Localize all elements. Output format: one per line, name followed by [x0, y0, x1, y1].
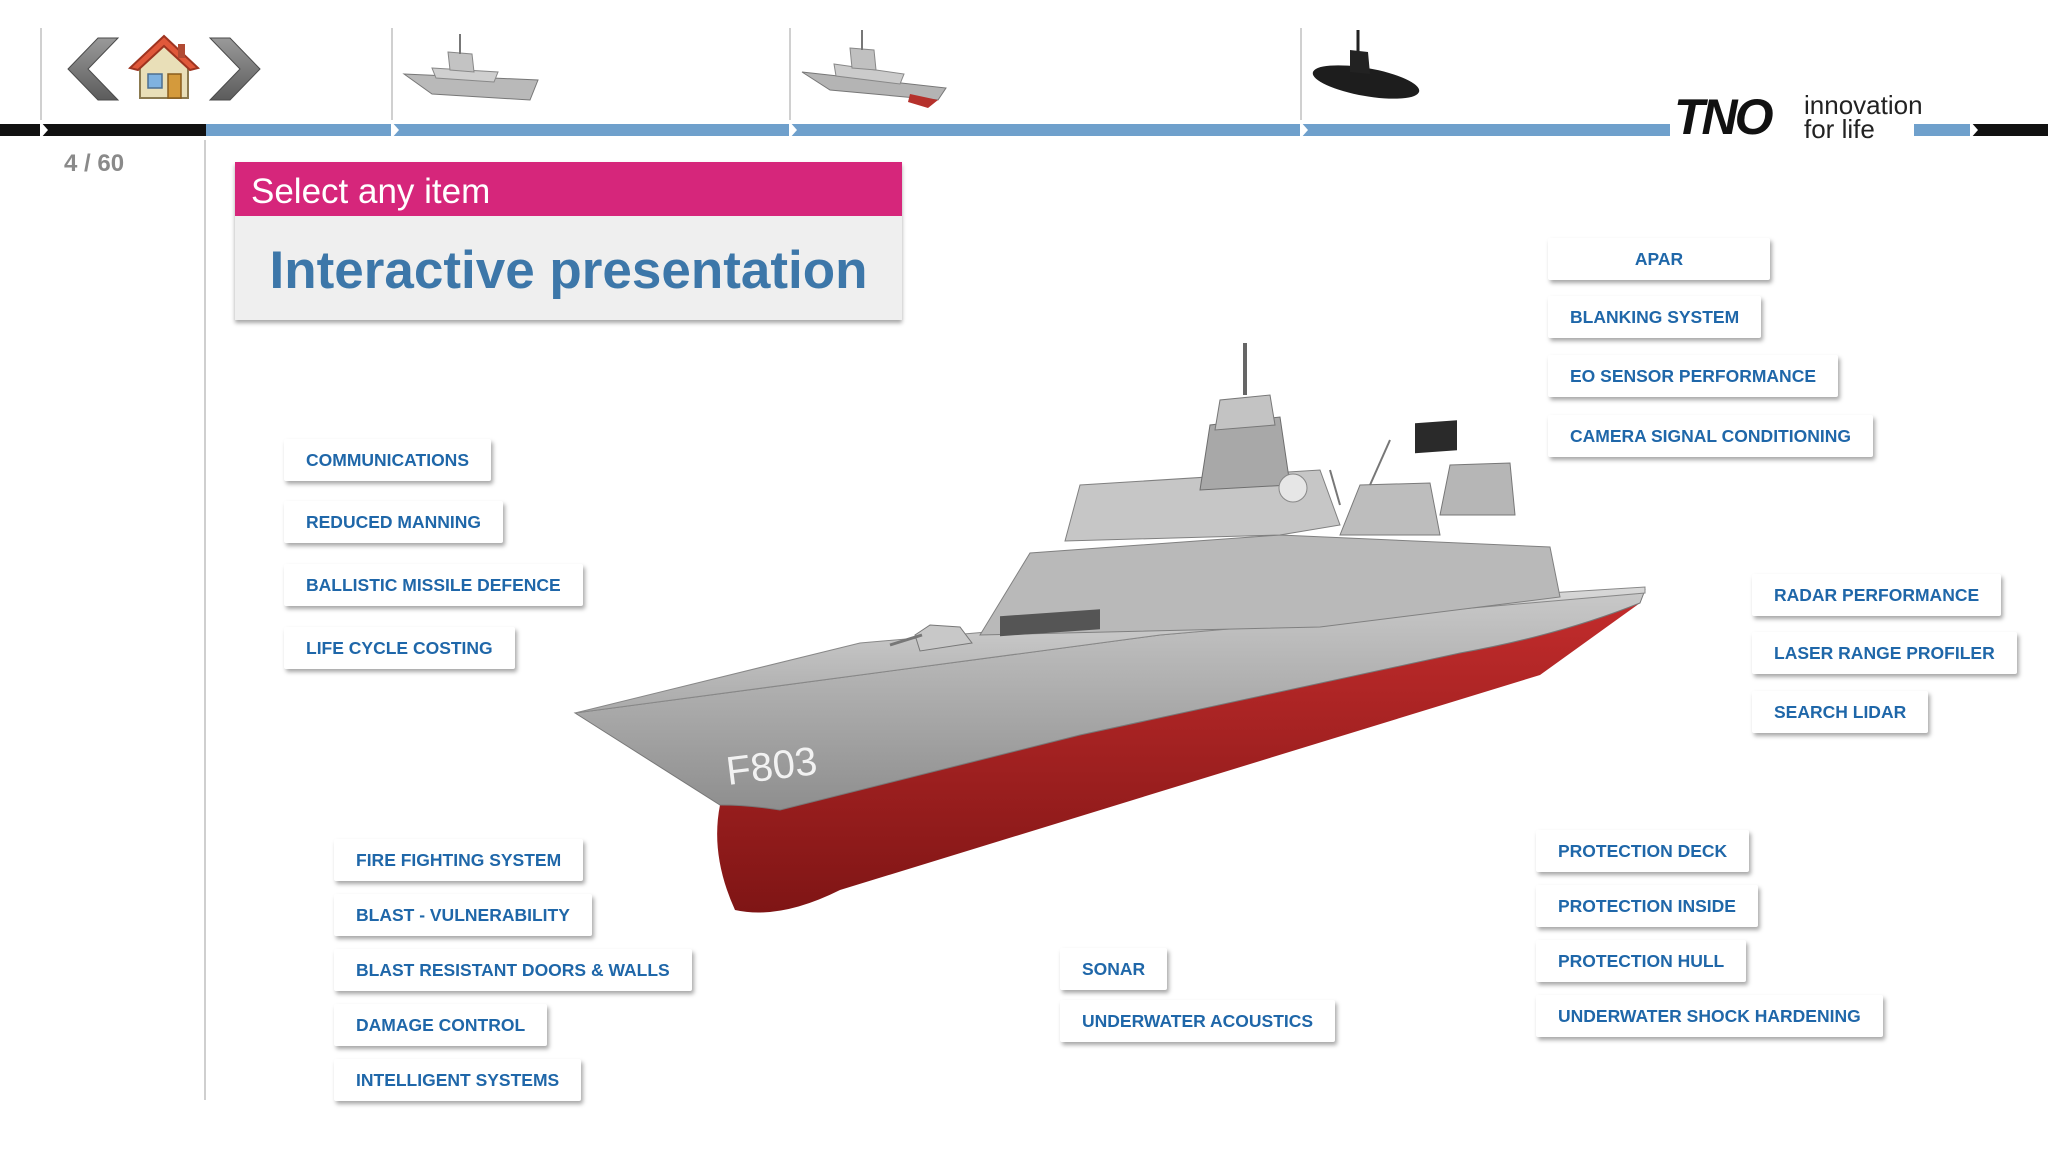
back-arrow-icon	[67, 37, 120, 101]
page-subtitle: Select any item	[251, 172, 491, 211]
damage-control-button[interactable]: DAMAGE CONTROL	[334, 1004, 548, 1046]
blast-resistant-doors-walls-button[interactable]: BLAST RESISTANT DOORS & WALLS	[334, 949, 692, 991]
reduced-manning-button[interactable]: REDUCED MANNING	[284, 501, 503, 543]
nav-divider	[789, 28, 791, 120]
progress-band	[1914, 124, 1972, 136]
intelligent-systems-button[interactable]: INTELLIGENT SYSTEMS	[334, 1059, 582, 1101]
top-navigation	[0, 0, 2048, 140]
underwater-shock-hardening-button[interactable]: UNDERWATER SHOCK HARDENING	[1536, 995, 1883, 1037]
fire-fighting-system-button[interactable]: FIRE FIGHTING SYSTEM	[334, 839, 584, 881]
laser-range-profiler-button[interactable]: LASER RANGE PROFILER	[1752, 632, 2017, 674]
protection-inside-button[interactable]: PROTECTION INSIDE	[1536, 885, 1758, 927]
frigate-illustration: F803	[560, 335, 1650, 925]
nav-divider	[40, 28, 42, 120]
submarine-thumbnail[interactable]	[1310, 26, 1420, 110]
blanking-system-button[interactable]: BLANKING SYSTEM	[1548, 296, 1762, 338]
destroyer-thumbnail[interactable]	[800, 28, 950, 110]
logo-tagline: for life	[1804, 114, 1875, 144]
ballistic-missile-defence-button[interactable]: BALLISTIC MISSILE DEFENCE	[284, 564, 583, 606]
radar-performance-button[interactable]: RADAR PERFORMANCE	[1752, 574, 2002, 616]
progress-band	[1972, 124, 2048, 136]
left-divider	[204, 140, 206, 1100]
slide-counter: 4 / 60	[64, 150, 125, 177]
page-title: Interactive presentation	[269, 241, 868, 300]
home-icon	[127, 34, 201, 99]
protection-hull-button[interactable]: PROTECTION HULL	[1536, 940, 1747, 982]
progress-band	[0, 124, 206, 136]
logo-tagline: innovation	[1804, 90, 1923, 120]
title-card-header: Select any item	[235, 162, 902, 216]
home-button[interactable]	[127, 34, 201, 104]
logo-mark: TNO	[1674, 89, 1774, 145]
protection-deck-button[interactable]: PROTECTION DECK	[1536, 830, 1750, 872]
nav-divider	[1300, 28, 1302, 120]
forward-button[interactable]	[208, 36, 264, 102]
blast-vulnerability-button[interactable]: BLAST - VULNERABILITY	[334, 894, 592, 936]
camera-signal-conditioning-button[interactable]: CAMERA SIGNAL CONDITIONING	[1548, 415, 1873, 457]
tno-logo: TNO innovation for life	[1668, 86, 1978, 146]
life-cycle-costing-button[interactable]: LIFE CYCLE COSTING	[284, 627, 515, 669]
title-card: Select any item Interactive presentation	[235, 162, 902, 320]
forward-arrow-icon	[208, 37, 261, 101]
progress-band	[206, 124, 1670, 136]
search-lidar-button[interactable]: SEARCH LIDAR	[1752, 691, 1929, 733]
apar-button[interactable]: APAR	[1548, 238, 1770, 280]
eo-sensor-performance-button[interactable]: EO SENSOR PERFORMANCE	[1548, 355, 1838, 397]
nav-divider	[391, 28, 393, 120]
sonar-button[interactable]: SONAR	[1060, 948, 1168, 990]
underwater-acoustics-button[interactable]: UNDERWATER ACOUSTICS	[1060, 1000, 1336, 1042]
back-button[interactable]	[64, 36, 120, 102]
frigate-thumbnail[interactable]	[402, 28, 542, 108]
communications-button[interactable]: COMMUNICATIONS	[284, 439, 491, 481]
